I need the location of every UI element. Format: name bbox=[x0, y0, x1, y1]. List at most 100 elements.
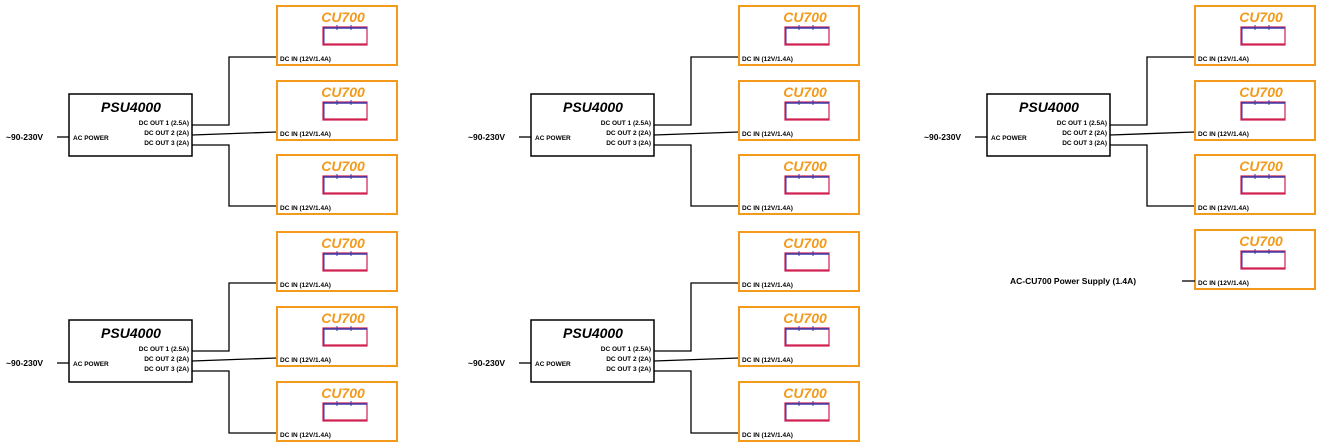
psu-dc-out-label: DC OUT 2 (2A) bbox=[144, 130, 189, 137]
dc-wire bbox=[654, 56, 739, 126]
cu700-device-body bbox=[784, 26, 830, 46]
psu-dc-out-label: DC OUT 1 (2.5A) bbox=[139, 346, 189, 353]
cu700-dc-in-label: DC IN (12V/1.4A) bbox=[1198, 131, 1249, 138]
dc-wire bbox=[192, 370, 277, 434]
psu-dc-out-label: DC OUT 3 (2A) bbox=[144, 366, 189, 373]
cu700-title: CU700 bbox=[783, 385, 827, 401]
cu700-device-body bbox=[784, 101, 830, 121]
cu700-title: CU700 bbox=[321, 235, 365, 251]
ac-input-label: ~90-230V bbox=[924, 132, 961, 142]
psu-dc-out-label: DC OUT 2 (2A) bbox=[606, 356, 651, 363]
cu700-unit: CU700 DC IN (12V/1.4A) bbox=[738, 306, 860, 367]
cu700-title: CU700 bbox=[783, 310, 827, 326]
cu700-unit: CU700 DC IN (12V/1.4A) bbox=[276, 80, 398, 141]
psu-dc-out-label: DC OUT 1 (2.5A) bbox=[139, 120, 189, 127]
cu700-dc-in-label: DC IN (12V/1.4A) bbox=[742, 205, 793, 212]
cu700-title: CU700 bbox=[783, 84, 827, 100]
cu700-title: CU700 bbox=[321, 158, 365, 174]
cu700-device-body bbox=[322, 252, 368, 272]
psu-title: PSU4000 bbox=[563, 99, 623, 115]
psu-ac-power-label: AC POWER bbox=[73, 135, 109, 142]
psu-title: PSU4000 bbox=[1019, 99, 1079, 115]
cu700-dc-in-label: DC IN (12V/1.4A) bbox=[1198, 205, 1249, 212]
psu-box bbox=[530, 93, 655, 157]
cu700-title: CU700 bbox=[321, 84, 365, 100]
ac-input-label: ~90-230V bbox=[6, 132, 43, 142]
dc-wire bbox=[192, 144, 277, 207]
cu700-dc-in-label: DC IN (12V/1.4A) bbox=[742, 432, 793, 439]
psu-group: ~90-230V PSU4000 AC POWER DC OUT 1 (2.5A) DC… bbox=[924, 5, 1316, 215]
cu700-device-body bbox=[322, 327, 368, 347]
psu-group: ~90-230V PSU4000 AC POWER DC OUT 1 (2.5A) DC… bbox=[468, 231, 860, 442]
cu700-dc-in-label: DC IN (12V/1.4A) bbox=[280, 205, 331, 212]
cu700-title: CU700 bbox=[321, 310, 365, 326]
cu700-device-body bbox=[1240, 26, 1286, 46]
dc-wire bbox=[192, 56, 277, 126]
dc-wire bbox=[1109, 131, 1196, 136]
cu700-device-body bbox=[784, 402, 830, 422]
psu-ac-power-label: AC POWER bbox=[535, 361, 571, 368]
cu700-dc-in-label: DC IN (12V/1.4A) bbox=[280, 432, 331, 439]
dc-wire bbox=[654, 282, 739, 352]
cu700-dc-in-label: DC IN (12V/1.4A) bbox=[1198, 280, 1249, 287]
psu-dc-out-label: DC OUT 3 (2A) bbox=[606, 140, 651, 147]
cu700-unit: CU700 DC IN (12V/1.4A) bbox=[276, 381, 398, 442]
cu700-dc-in-label: DC IN (12V/1.4A) bbox=[742, 56, 793, 63]
psu-ac-power-label: AC POWER bbox=[535, 135, 571, 142]
cu700-device-body bbox=[784, 175, 830, 195]
cu700-dc-in-label: DC IN (12V/1.4A) bbox=[280, 357, 331, 364]
cu700-title: CU700 bbox=[783, 235, 827, 251]
cu700-title: CU700 bbox=[321, 9, 365, 25]
cu700-unit: CU700 DC IN (12V/1.4A) bbox=[738, 5, 860, 66]
psu-dc-out-label: DC OUT 3 (2A) bbox=[1062, 140, 1107, 147]
cu700-dc-in-label: DC IN (12V/1.4A) bbox=[280, 131, 331, 138]
cu700-dc-in-label: DC IN (12V/1.4A) bbox=[742, 282, 793, 289]
cu700-device-body bbox=[322, 26, 368, 46]
dc-wire bbox=[653, 131, 740, 136]
cu700-title: CU700 bbox=[321, 385, 365, 401]
dc-wire bbox=[192, 282, 277, 352]
adapter-label: AC-CU700 Power Supply (1.4A) bbox=[1010, 276, 1136, 286]
cu700-device-body bbox=[784, 252, 830, 272]
cu700-dc-in-label: DC IN (12V/1.4A) bbox=[742, 357, 793, 364]
psu-title: PSU4000 bbox=[101, 99, 161, 115]
cu700-unit: CU700 DC IN (12V/1.4A) bbox=[276, 306, 398, 367]
cu700-unit: CU700 DC IN (12V/1.4A) bbox=[738, 231, 860, 292]
psu-dc-out-label: DC OUT 1 (2.5A) bbox=[601, 346, 651, 353]
psu-dc-out-label: DC OUT 2 (2A) bbox=[606, 130, 651, 137]
cu700-title: CU700 bbox=[783, 9, 827, 25]
cu700-dc-in-label: DC IN (12V/1.4A) bbox=[742, 131, 793, 138]
cu700-title: CU700 bbox=[1239, 9, 1283, 25]
ac-input-label: ~90-230V bbox=[468, 358, 505, 368]
cu700-device-body bbox=[322, 402, 368, 422]
cu700-device-body bbox=[322, 101, 368, 121]
dc-wire bbox=[654, 144, 739, 207]
psu-ac-power-label: AC POWER bbox=[991, 135, 1027, 142]
dc-wire bbox=[191, 357, 278, 362]
psu-dc-out-label: DC OUT 2 (2A) bbox=[144, 356, 189, 363]
psu-group: ~90-230V PSU4000 AC POWER DC OUT 1 (2.5A) DC… bbox=[6, 5, 398, 215]
psu-dc-out-label: DC OUT 3 (2A) bbox=[144, 140, 189, 147]
dc-wire bbox=[654, 370, 739, 434]
psu-dc-out-label: DC OUT 3 (2A) bbox=[606, 366, 651, 373]
cu700-unit: CU700 DC IN (12V/1.4A) bbox=[276, 154, 398, 215]
cu700-unit: CU700 DC IN (12V/1.4A) bbox=[738, 381, 860, 442]
cu700-device-body bbox=[1240, 250, 1286, 270]
cu700-dc-in-label: DC IN (12V/1.4A) bbox=[280, 56, 331, 63]
dc-wire bbox=[1110, 56, 1195, 126]
dc-wire bbox=[653, 357, 740, 362]
psu-ac-power-label: AC POWER bbox=[73, 361, 109, 368]
cu700-device-body bbox=[1240, 175, 1286, 195]
psu-title: PSU4000 bbox=[563, 325, 623, 341]
psu-dc-out-label: DC OUT 1 (2.5A) bbox=[1057, 120, 1107, 127]
ac-input-label: ~90-230V bbox=[6, 358, 43, 368]
psu-dc-out-label: DC OUT 2 (2A) bbox=[1062, 130, 1107, 137]
